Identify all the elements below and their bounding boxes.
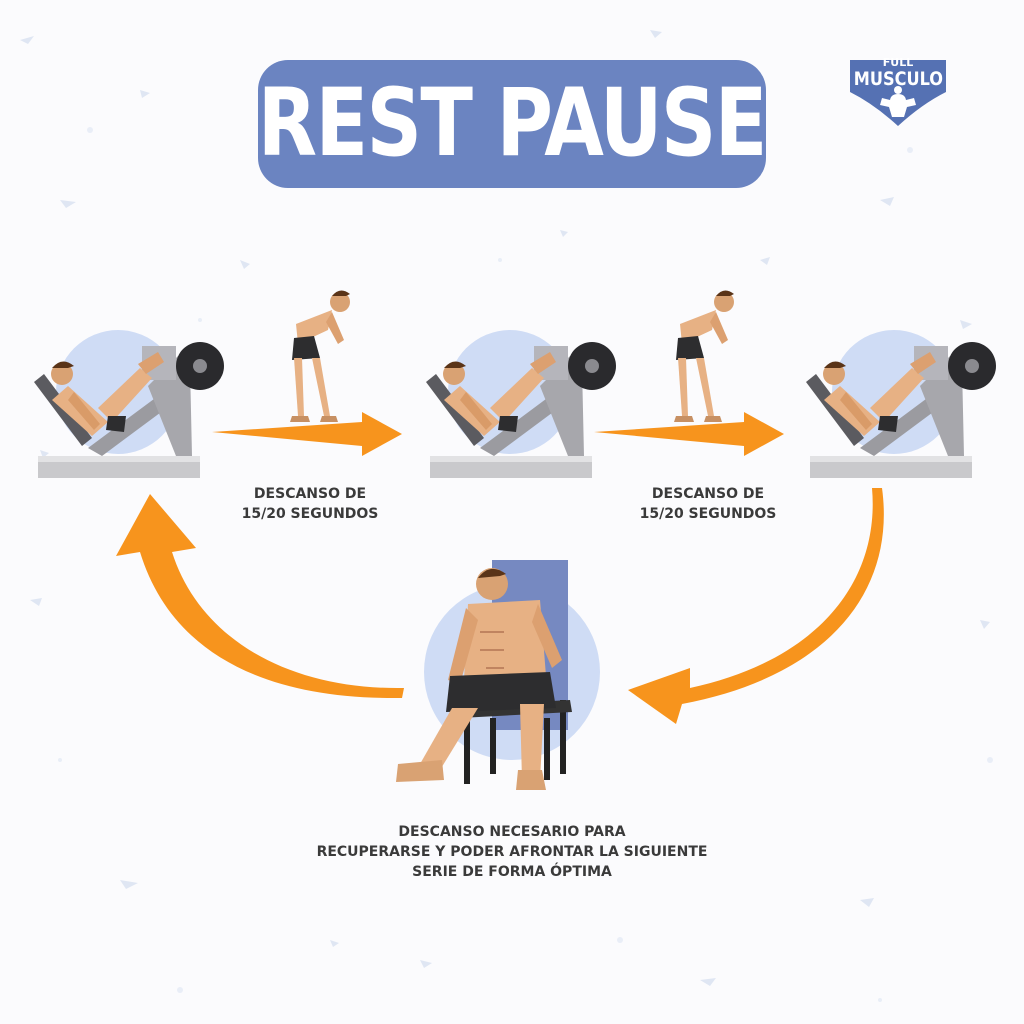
- caption-line: 15/20 SEGUNDOS: [639, 506, 777, 522]
- brand-logo: FULL MUSCULO: [846, 50, 950, 130]
- short-rest-caption-1: DESCANSO DE 15/20 SEGUNDOS: [200, 484, 420, 524]
- curved-arrow-down-icon: [628, 488, 884, 724]
- curved-arrow-up-icon: [116, 494, 404, 699]
- caption-line: DESCANSO DE: [253, 486, 367, 502]
- long-rest-step: [396, 560, 600, 790]
- exercise-step-2: [426, 330, 616, 478]
- exercise-step-3: [806, 330, 996, 478]
- long-rest-caption: DESCANSO NECESARIO PARA RECUPERARSE Y PO…: [262, 822, 762, 882]
- bent-over-rest-icon: [674, 290, 734, 422]
- page-title: REST PAUSE: [258, 69, 768, 178]
- caption-line: DESCANSO DE: [651, 486, 765, 502]
- logo-text-main: MUSCULO: [853, 68, 944, 90]
- exercise-step-1: [34, 330, 224, 478]
- short-rest-caption-2: DESCANSO DE 15/20 SEGUNDOS: [598, 484, 818, 524]
- short-rest-step-2: [594, 290, 784, 456]
- logo-text-top: FULL: [882, 56, 914, 69]
- caption-line: DESCANSO NECESARIO PARA: [398, 824, 626, 840]
- caption-line: SERIE DE FORMA ÓPTIMA: [412, 864, 612, 880]
- title-banner: REST PAUSE: [258, 60, 768, 188]
- caption-line: 15/20 SEGUNDOS: [241, 506, 379, 522]
- bent-over-rest-icon: [290, 290, 350, 422]
- bodybuilder-shield-icon: [850, 60, 946, 126]
- short-rest-step-1: [212, 290, 402, 456]
- seated-rest-icon: [396, 560, 572, 790]
- caption-line: RECUPERARSE Y PODER AFRONTAR LA SIGUIENT…: [316, 844, 708, 860]
